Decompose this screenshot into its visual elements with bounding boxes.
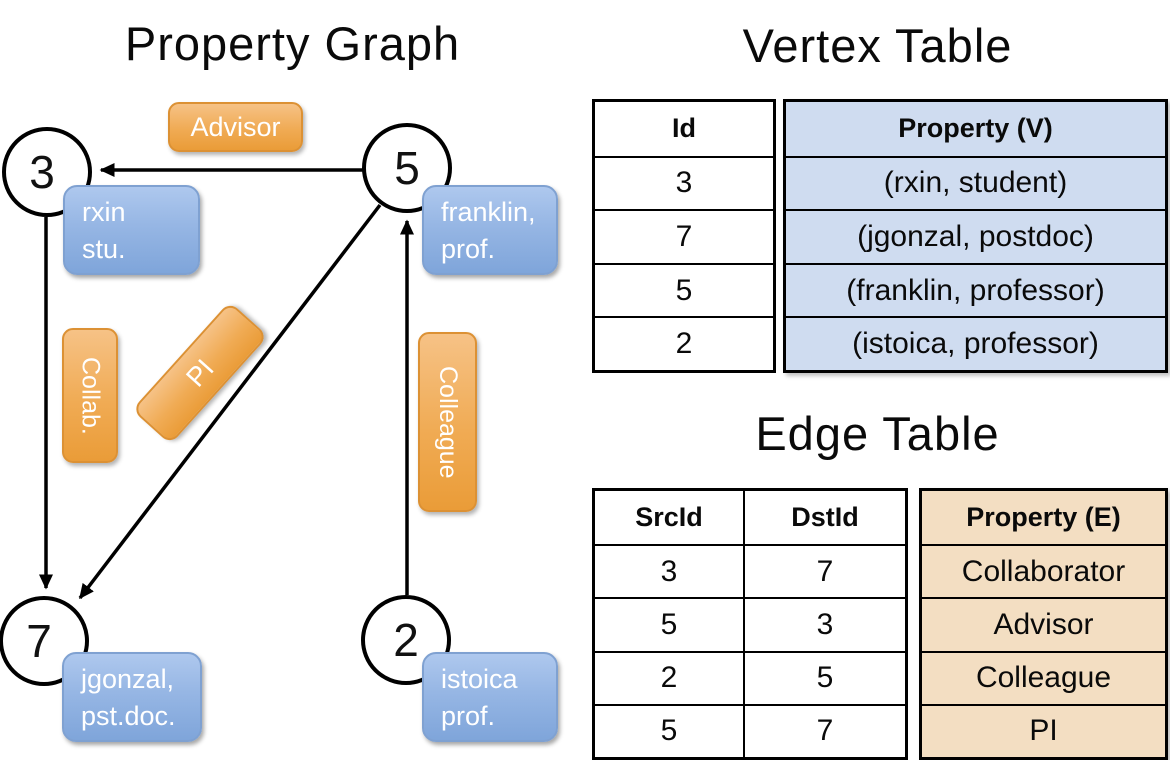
edge-table-dstid-cell: 3 [743,597,905,651]
vertex-table-property-cell: (istoica, professor) [786,316,1165,370]
edge-pi-arrow [78,203,382,600]
node-id-label: 3 [29,146,55,198]
vertex-table-id-column: Id 3 7 5 2 [592,99,776,373]
vertex-property-box-jgonzal: jgonzal, pst.doc. [62,652,202,742]
vertex-table-title: Vertex Table [742,19,1013,72]
vertex-property-line: stu. [82,234,126,264]
graph-edges-canvas [38,162,415,600]
node-id-label: 2 [393,614,419,666]
edge-table-srcid-cell: 5 [595,597,743,650]
edge-table-property-cell: Advisor [922,597,1165,650]
edge-table-srcid-cell: 3 [595,544,743,597]
vertex-property-line: istoica [441,664,518,694]
edge-table-property-header: Property (E) [966,502,1121,533]
vertex-property-line: pst.doc. [81,701,176,731]
vertex-property-line: franklin, [441,197,536,227]
graph-node-5: 5 [362,123,452,213]
edge-table-srcid-cell: 5 [595,703,743,757]
graph-node-2: 2 [361,595,451,685]
edge-table-property-cell: Colleague [922,650,1165,704]
vertex-table-property-cell: (rxin, student) [786,155,1165,210]
edge-table-srcid-header: SrcId [635,502,703,533]
vertex-table-property-cell: (jgonzal, postdoc) [786,209,1165,263]
edge-table-dstid-cell: 5 [743,650,905,704]
vertex-property-box-franklin: franklin, prof. [422,185,558,275]
edge-label-colleague: Colleague [418,332,477,512]
vertex-property-line: jgonzal, [81,664,175,694]
node-id-label: 5 [394,142,420,194]
edge-table-title: Edge Table [755,407,1000,460]
edge-table-dstid-header: DstId [743,491,905,545]
edge-table-property-column: Property (E) Collaborator Advisor Collea… [919,488,1168,760]
property-graph-title: Property Graph [124,17,461,70]
node-id-label: 7 [26,615,52,667]
vertex-property-line: rxin [82,197,126,227]
vertex-table-property-column: Property (V) (rxin, student) (jgonzal, p… [783,99,1168,373]
vertex-property-box-istoica: istoica prof. [422,652,558,742]
edge-table-dstid-cell: 7 [743,544,905,598]
edge-table-dstid-cell: 7 [743,703,905,757]
vertex-table-id-cell: 2 [595,316,773,370]
edge-table-property-cell: Collaborator [922,544,1165,597]
vertex-property-line: prof. [441,234,496,264]
edge-table-srcid-cell: 2 [595,650,743,704]
vertex-table-id-cell: 5 [595,262,773,317]
edge-label-collab: Collab. [62,328,118,463]
vertex-table-id-cell: 7 [595,209,773,263]
vertex-table-id-cell: 3 [595,155,773,210]
vertex-table-property-header: Property (V) [898,113,1053,144]
vertex-table-property-cell: (franklin, professor) [786,262,1165,317]
edge-label-advisor: Advisor [168,102,303,152]
vertex-property-line: prof. [441,701,496,731]
vertex-property-box-rxin: rxin stu. [63,185,200,275]
vertex-table-id-header: Id [672,113,696,144]
edge-table-property-cell: PI [922,703,1165,757]
edge-table-id-columns: SrcId DstId 3 7 5 3 2 5 5 7 [592,488,908,760]
